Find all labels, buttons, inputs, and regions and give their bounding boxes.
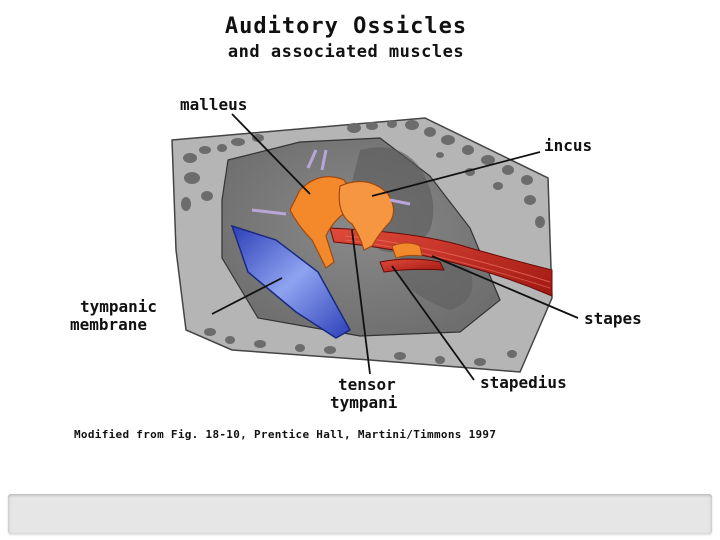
diagram-subtitle: and associated muscles <box>227 42 465 62</box>
label-tympani: tympani <box>330 393 398 412</box>
footer-bar <box>8 494 712 534</box>
label-incus: incus <box>544 136 593 155</box>
label-membrane: membrane <box>70 315 148 334</box>
label-malleus: malleus <box>180 95 248 114</box>
diagram-title: Auditory Ossicles <box>224 14 468 39</box>
leader-lines <box>211 113 579 381</box>
stapes-bone <box>391 242 423 259</box>
ossicles <box>251 149 423 269</box>
label-tensor: tensor <box>338 375 396 394</box>
tympanic-membrane <box>230 224 352 339</box>
figure-caption: Modified from Fig. 18-10, Prentice Hall,… <box>74 428 497 441</box>
label-tympanic: tympanic <box>80 297 158 316</box>
label-stapes: stapes <box>584 309 642 328</box>
label-stapedius: stapedius <box>480 373 567 392</box>
